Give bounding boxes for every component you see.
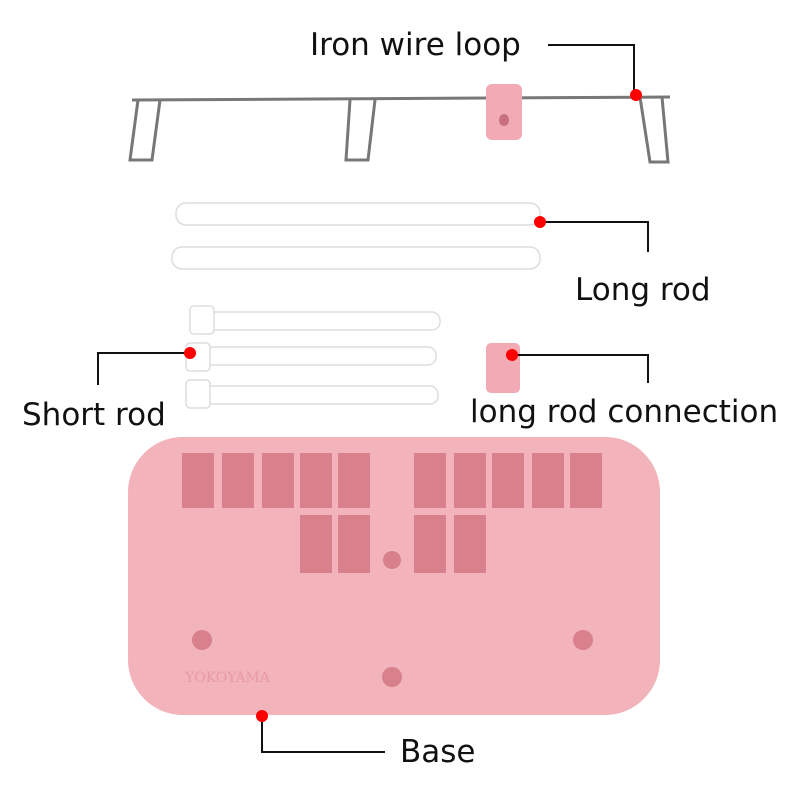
label-long-rod-connection: long rod connection: [470, 394, 779, 430]
label-short-rod: Short rod: [22, 397, 166, 433]
base-brand-mark: YOKOYAMA: [184, 670, 271, 686]
long-rods: [171, 202, 541, 270]
leader-lines: [97, 44, 649, 753]
iron-wire-loop: [128, 95, 671, 164]
base-plate: YOKOYAMA: [128, 437, 660, 715]
long-rod-connection-on-loop: [486, 84, 522, 140]
label-long-rod: Long rod: [575, 272, 711, 308]
marker-dots: [184, 89, 642, 722]
label-iron-wire-loop: Iron wire loop: [310, 27, 521, 63]
label-base: Base: [400, 734, 476, 770]
short-rods: [185, 305, 441, 409]
